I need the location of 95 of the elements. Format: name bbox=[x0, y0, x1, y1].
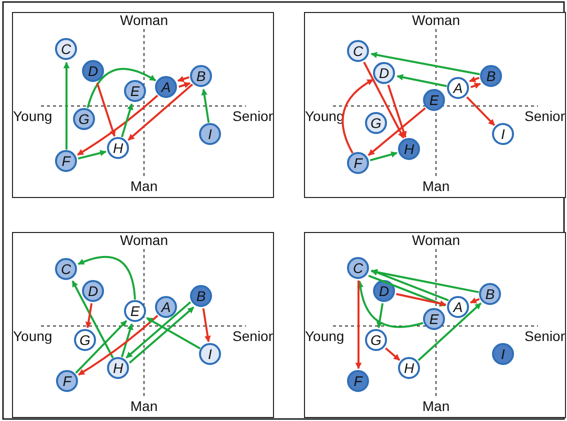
arrow bbox=[77, 94, 158, 156]
arrow bbox=[126, 301, 192, 358]
axis-label: Senior bbox=[232, 109, 273, 124]
arrow bbox=[370, 268, 479, 294]
axis-label: Man bbox=[422, 179, 450, 194]
arrow bbox=[368, 274, 446, 306]
letter-circle: C bbox=[55, 38, 77, 60]
arrow bbox=[466, 96, 496, 126]
arrow bbox=[86, 68, 156, 108]
axis-label: Man bbox=[130, 399, 158, 414]
axis-label: Senior bbox=[524, 109, 565, 124]
arrow bbox=[357, 280, 424, 328]
letter-circle: G bbox=[365, 329, 387, 351]
arrow bbox=[85, 303, 93, 328]
letter-circle: I bbox=[199, 123, 221, 145]
letter-circle: C bbox=[347, 40, 369, 62]
letter-circle: I bbox=[492, 123, 514, 145]
arrow bbox=[202, 308, 211, 342]
letter-circle: E bbox=[423, 89, 445, 111]
arrow bbox=[385, 348, 400, 361]
arrow bbox=[469, 76, 480, 82]
arrow bbox=[342, 78, 374, 154]
arrow bbox=[363, 62, 404, 139]
axis-label: Senior bbox=[524, 329, 565, 344]
arrow bbox=[178, 82, 191, 88]
letter-circle: H bbox=[107, 137, 129, 159]
letter-circle: B bbox=[480, 65, 502, 87]
letter-circle: B bbox=[479, 283, 501, 305]
axis-label: Woman bbox=[412, 13, 460, 28]
chart-panel bbox=[304, 232, 566, 418]
chart-panel bbox=[12, 232, 274, 418]
letter-circle: D bbox=[82, 280, 104, 302]
arrow bbox=[120, 323, 134, 358]
arrow bbox=[128, 306, 194, 364]
arrow bbox=[75, 320, 128, 374]
letter-circle: D bbox=[373, 280, 395, 302]
arrow bbox=[396, 293, 446, 307]
axis-label: Woman bbox=[412, 233, 460, 248]
letter-circle: F bbox=[347, 370, 369, 392]
letter-circle: G bbox=[74, 329, 96, 351]
letter-circle: C bbox=[55, 258, 77, 280]
axis-label: Young bbox=[13, 109, 52, 124]
letter-circle: H bbox=[107, 357, 129, 379]
arrow bbox=[120, 103, 134, 138]
axis-label: Man bbox=[130, 179, 158, 194]
axis-label: Woman bbox=[120, 233, 168, 248]
arrow bbox=[470, 297, 480, 304]
letter-circle: A bbox=[447, 296, 469, 318]
letter-circle: E bbox=[124, 80, 146, 102]
arrow bbox=[177, 76, 190, 82]
letter-circle: F bbox=[347, 152, 369, 174]
arrow bbox=[387, 84, 407, 138]
letter-circle: I bbox=[199, 343, 221, 365]
letter-circle: B bbox=[190, 285, 212, 307]
letter-circle: G bbox=[365, 112, 387, 134]
arrow bbox=[96, 82, 116, 137]
chart-panel bbox=[12, 12, 274, 198]
axis-label: Senior bbox=[232, 329, 273, 344]
arrow bbox=[371, 270, 449, 302]
letter-circle: A bbox=[447, 77, 469, 99]
letter-circle: E bbox=[423, 308, 445, 330]
arrow bbox=[368, 107, 426, 156]
arrow bbox=[355, 280, 362, 370]
arrow bbox=[63, 62, 70, 150]
arrow bbox=[418, 302, 482, 362]
letter-circle: A bbox=[155, 296, 177, 318]
letter-circle: H bbox=[398, 357, 420, 379]
arrow bbox=[376, 303, 384, 328]
axis-label: Young bbox=[13, 329, 52, 344]
arrow bbox=[201, 88, 210, 123]
letter-circle: B bbox=[190, 65, 212, 87]
letter-circle: F bbox=[55, 150, 77, 172]
axis-label: Young bbox=[305, 329, 344, 344]
arrow bbox=[146, 317, 201, 350]
letter-circle: G bbox=[73, 108, 95, 130]
arrow bbox=[78, 256, 136, 300]
axis-label: Woman bbox=[120, 13, 168, 28]
letter-circle: A bbox=[155, 76, 177, 98]
arrow bbox=[396, 74, 447, 88]
arrow bbox=[128, 84, 194, 141]
arrow bbox=[370, 52, 480, 76]
letter-circle: D bbox=[373, 62, 395, 84]
arrow bbox=[370, 151, 398, 162]
arrow bbox=[78, 314, 158, 376]
letter-circle: F bbox=[56, 370, 78, 392]
letter-circle: E bbox=[124, 300, 146, 322]
letter-circle: C bbox=[347, 257, 369, 279]
axis-label: Man bbox=[422, 399, 450, 414]
letter-circle: H bbox=[398, 138, 420, 160]
chart-panel bbox=[304, 12, 566, 198]
arrow bbox=[72, 280, 114, 358]
letter-circle: I bbox=[492, 343, 514, 365]
letter-circle: D bbox=[82, 60, 104, 82]
arrow bbox=[470, 82, 481, 89]
arrow bbox=[78, 150, 106, 160]
